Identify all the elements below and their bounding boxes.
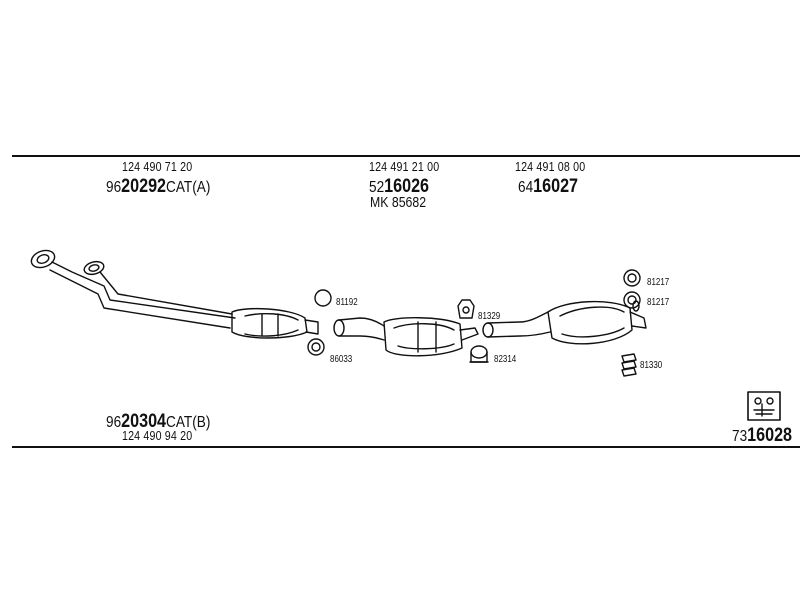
middle-muffler-mk-number: MK 85682 (370, 194, 427, 211)
gasket-ring-81192 (314, 289, 332, 307)
middle-muffler (333, 317, 479, 357)
rear-muffler (482, 300, 647, 345)
hanger-81329 (457, 299, 475, 319)
cat-b-part-number: 9620304CAT(B) (106, 411, 211, 432)
part-label-81329: 81329 (478, 311, 501, 322)
bottom-rule (12, 446, 800, 448)
rear-muffler-oem-number: 124 491 08 00 (515, 159, 586, 174)
cat-a-part-number: 9620292CAT(A) (106, 176, 211, 197)
front-pipe-with-catalytic-converter (30, 249, 319, 339)
top-rule (12, 155, 800, 157)
middle-muffler-part-number: 5216026 (369, 176, 430, 197)
part-label-81217-bottom: 81217 (647, 297, 670, 308)
mounting-kit-icon (747, 391, 781, 421)
clamp-82314 (469, 345, 489, 363)
part-label-81330: 81330 (640, 360, 663, 371)
part-label-81192: 81192 (336, 297, 358, 308)
rear-muffler-part-number: 6416027 (518, 176, 579, 197)
rubber-ring-81217-top (623, 269, 641, 287)
part-label-82314: 82314 (494, 354, 517, 365)
rubber-ring-81217-bottom (623, 291, 641, 309)
cat-a-oem-number: 124 490 71 20 (122, 159, 193, 174)
part-label-86033: 86033 (330, 354, 353, 365)
gasket-ring-86033 (307, 338, 325, 356)
rubber-mount-81330 (621, 353, 637, 377)
mounting-kit-part-number: 7316028 (732, 425, 793, 446)
cat-b-oem-number: 124 490 94 20 (122, 428, 193, 443)
part-label-81217-top: 81217 (647, 277, 670, 288)
middle-muffler-oem-number: 124 491 21 00 (369, 159, 440, 174)
